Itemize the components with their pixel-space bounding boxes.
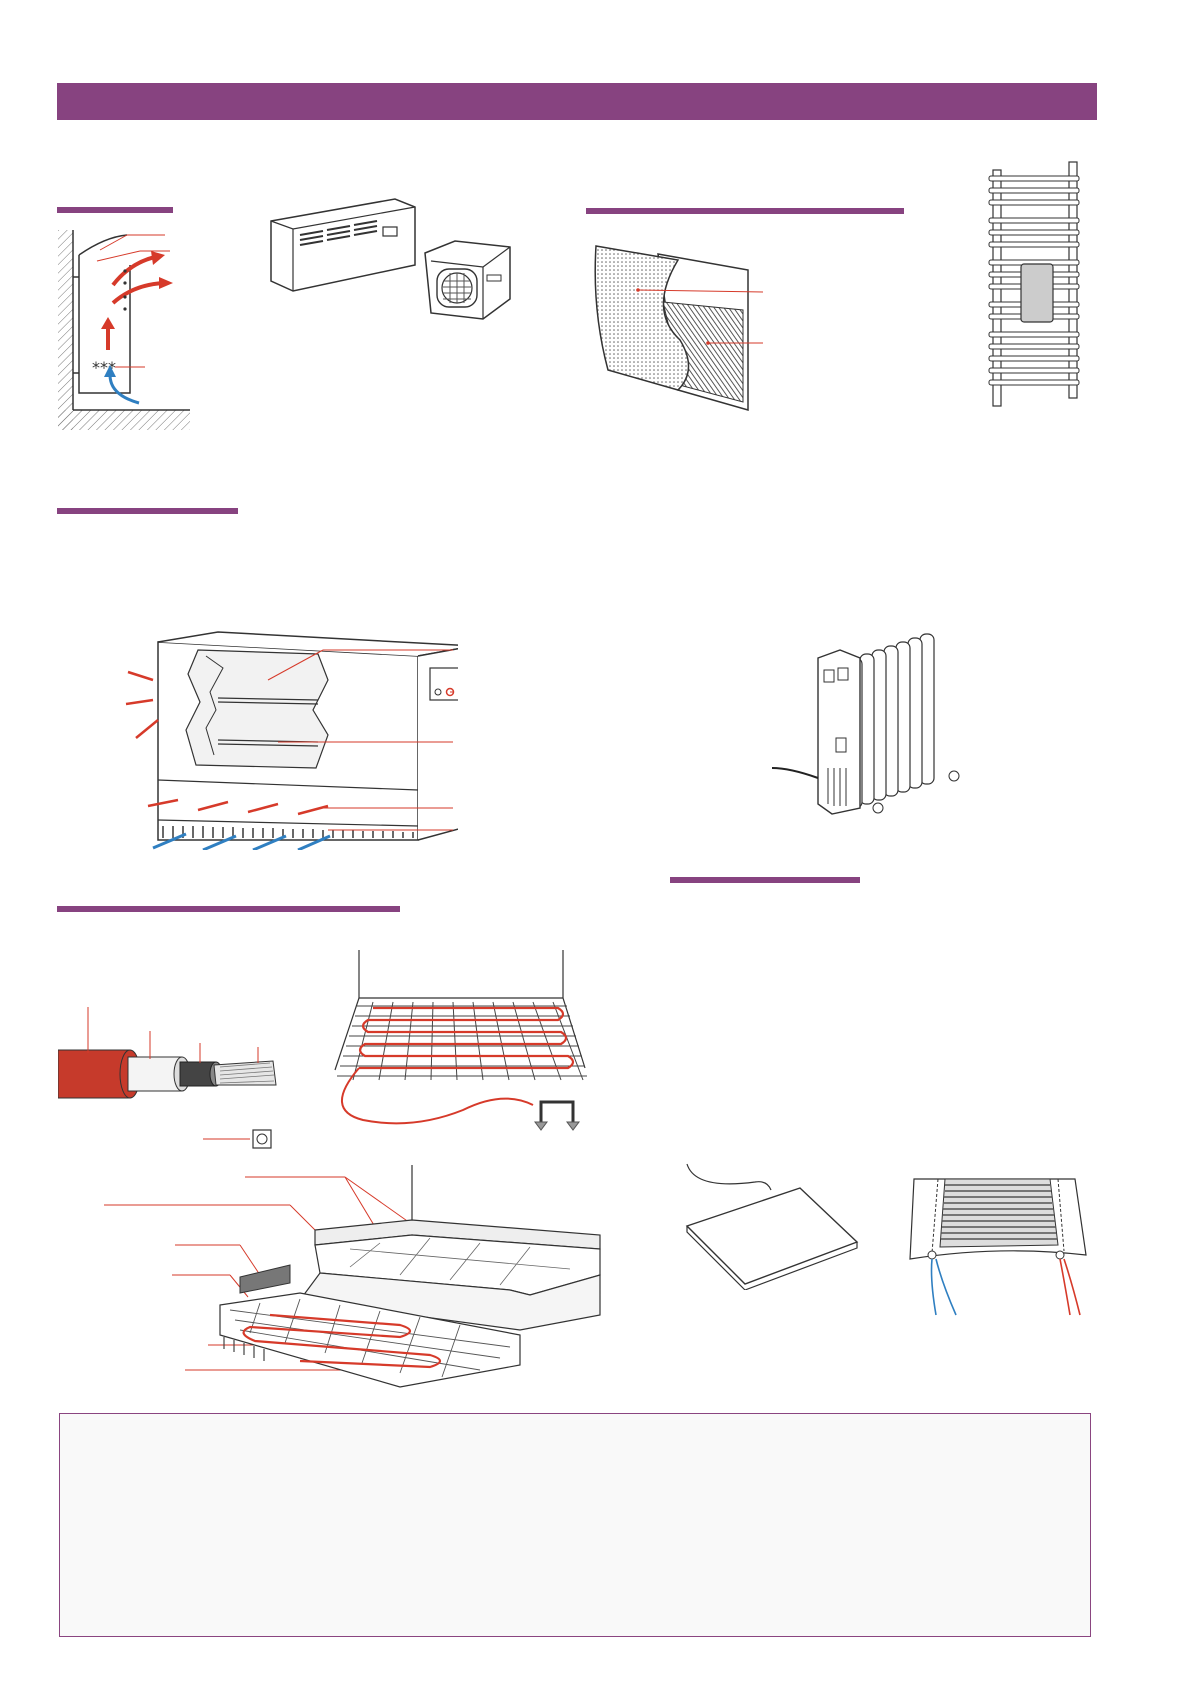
convector-airflow-diagram: *** <box>58 230 190 430</box>
info-box <box>59 1413 1091 1637</box>
towel-radiator-illustration <box>988 161 1080 407</box>
heating-cable-cross-section <box>58 1007 277 1149</box>
ceiling-panel-illustration <box>685 1163 859 1290</box>
oil-filled-radiator-illustration <box>771 633 960 815</box>
section-rule-underfloor <box>57 906 400 912</box>
section-rule-storage-heater <box>57 508 238 514</box>
section-rule-radiant-ceiling <box>670 877 860 883</box>
section-rule-convector <box>57 207 173 213</box>
title-banner <box>57 83 1097 120</box>
underfloor-layers-cross-section <box>104 1165 601 1388</box>
radiant-panel-illustration <box>594 245 764 411</box>
heating-film-illustration <box>909 1178 1087 1316</box>
convector-and-fan-heater <box>270 198 511 320</box>
section-rule-radiant-panel <box>586 208 904 214</box>
storage-heater-cutaway <box>125 631 458 850</box>
heating-mat-room-diagram <box>334 950 587 1131</box>
